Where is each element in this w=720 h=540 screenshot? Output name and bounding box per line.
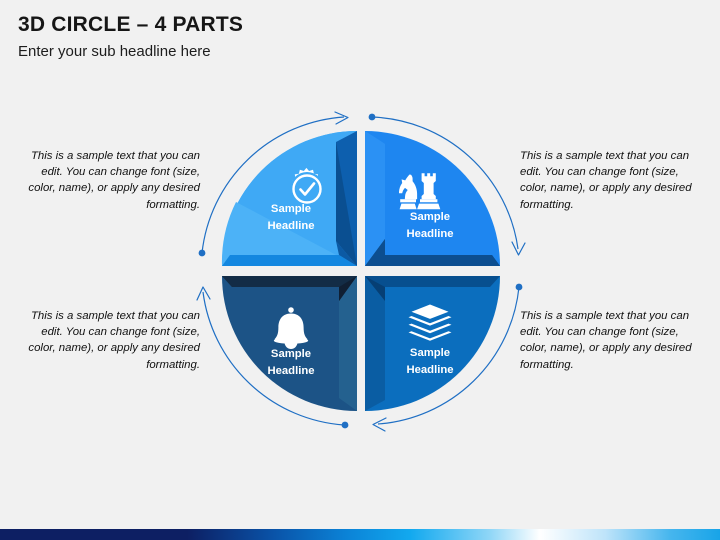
arc-dot-bottom-left <box>341 421 349 429</box>
tr-facet-c <box>365 131 385 266</box>
arc-dot-top-right <box>368 113 376 121</box>
tl-label-line2: Headline <box>267 220 314 232</box>
quadrant-top-left[interactable]: Sample Headline <box>221 131 357 266</box>
stacked-books-icon <box>408 304 452 341</box>
tl-badge-ring <box>292 174 322 204</box>
bl-label-line1: Sample <box>271 348 311 360</box>
arc-bottom-left <box>202 291 345 426</box>
br-facet-d <box>365 276 385 411</box>
chess-pieces-icon <box>399 173 441 210</box>
tl-badge-check <box>299 182 316 196</box>
br-facet-e <box>365 276 385 301</box>
br-facet-b <box>365 276 500 287</box>
arc-dot-left-top <box>198 249 206 257</box>
quadrant-top-right[interactable]: Sample Headline <box>365 131 500 266</box>
tr-label-line2: Headline <box>406 228 453 240</box>
tr-facet-f <box>365 239 500 266</box>
arc-top-left <box>201 116 345 254</box>
arrowhead-top-left <box>334 111 349 125</box>
circle-diagram: Sample Headline <box>196 104 526 438</box>
bell-icon <box>273 307 309 349</box>
page-title: 3D CIRCLE – 4 PARTS <box>18 13 244 36</box>
tl-facet-d <box>336 142 357 266</box>
caption-bottom-left: This is a sample text that you can edit.… <box>28 310 200 371</box>
arc-arrows-group <box>196 111 526 432</box>
page-subtitle: Enter your sub headline here <box>18 43 211 61</box>
br-label-line1: Sample <box>410 347 450 359</box>
arc-bottom-right <box>377 286 520 425</box>
tr-label-line1: Sample <box>410 211 450 223</box>
arc-top-right <box>371 116 519 250</box>
bl-facet-g <box>222 276 357 287</box>
tl-facet-b <box>221 202 357 266</box>
bl-facet-dark <box>339 276 357 301</box>
footer-gradient-bar <box>0 529 720 540</box>
bl-label-line2: Headline <box>267 365 314 377</box>
caption-top-right: This is a sample text that you can edit.… <box>520 150 692 211</box>
slide-header: 3D CIRCLE – 4 PARTS Enter your sub headl… <box>18 13 244 61</box>
tl-facet-e <box>222 255 357 266</box>
caption-top-left: This is a sample text that you can edit.… <box>28 150 200 211</box>
br-label-line2: Headline <box>406 364 453 376</box>
quadrant-bottom-left[interactable]: Sample Headline <box>222 276 357 411</box>
br-facet-a <box>365 276 500 411</box>
quadrant-bottom-right[interactable]: Sample Headline <box>365 276 500 411</box>
caption-bottom-right: This is a sample text that you can edit.… <box>520 310 692 371</box>
tl-facet-f <box>336 241 357 266</box>
tl-label-line1: Sample <box>271 203 311 215</box>
arrowhead-top-right <box>511 241 526 256</box>
tl-badge-inner <box>290 172 324 206</box>
arrowhead-bottom-left <box>196 286 211 301</box>
arrowhead-bottom-right <box>372 417 387 432</box>
arc-dot-bottom-right <box>515 283 523 291</box>
bl-facet-d <box>339 276 357 411</box>
